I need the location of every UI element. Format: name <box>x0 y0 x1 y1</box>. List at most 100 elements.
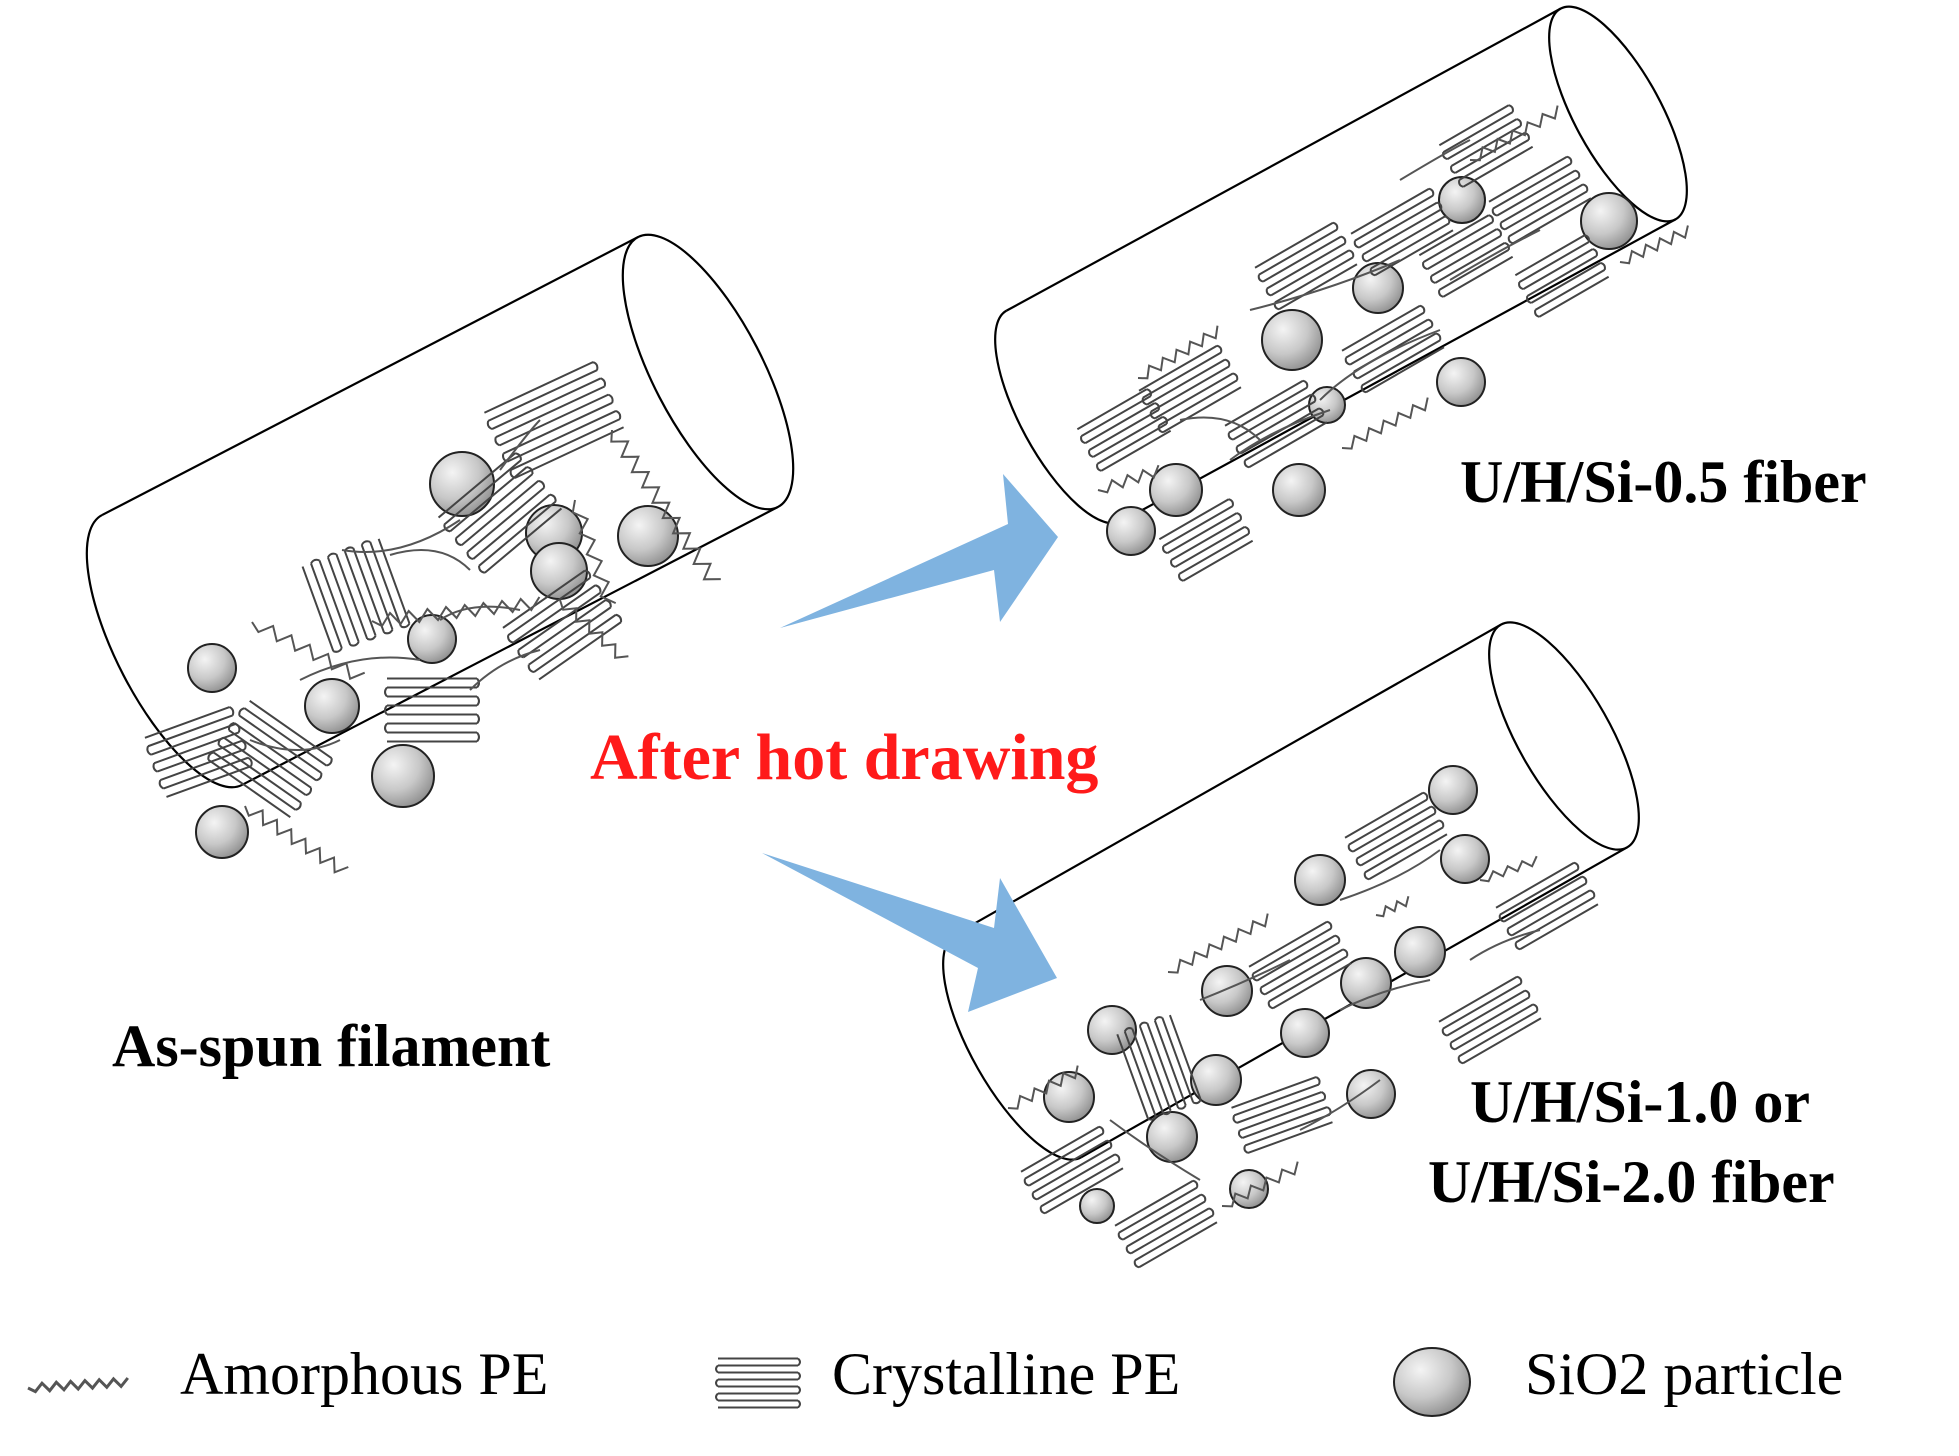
fiber-10-amorphous-chain <box>1375 896 1410 918</box>
as-spun-crystalline-stack <box>384 677 480 743</box>
fiber-05-crystalline-stack <box>1418 214 1514 298</box>
wavy-line-icon <box>27 1376 129 1394</box>
fiber-10-tie-chain <box>1339 979 1431 1011</box>
as-spun-tube <box>85 233 795 789</box>
fiber-10-tie-chain <box>1339 849 1441 901</box>
fiber-10-tie-chain <box>1299 1079 1381 1131</box>
as-spun-sio2-sphere <box>407 614 457 664</box>
legend-sio2-label: SiO2 particle <box>1525 1341 1844 1407</box>
fiber-10-crystalline-stack <box>1438 975 1542 1065</box>
fiber-05-sio2-sphere <box>1106 506 1156 556</box>
fiber-05-crystalline-stack <box>1341 304 1445 394</box>
as-spun-tie-chain <box>249 739 341 751</box>
as-spun-sio2-sphere <box>530 542 588 600</box>
fiber-10-tie-chain <box>1469 929 1541 961</box>
fiber-05-cylinder <box>994 5 1689 582</box>
fiber-10-amorphous-chain <box>1167 913 1269 974</box>
as-spun-tie-chain <box>389 549 471 571</box>
fiber-05-crystalline-stack <box>1488 155 1592 245</box>
fiber-10-sio2-sphere <box>1190 1054 1242 1106</box>
fiber-10-tube-left-cap <box>942 933 1082 1161</box>
as-spun-crystalline-stack <box>144 706 253 798</box>
fiber-05-sio2-sphere <box>1149 463 1203 517</box>
fiber-10-tube-edge-b <box>954 623 1502 936</box>
fiber-10-20-cylinder <box>942 621 1640 1269</box>
fiber-05-crystalline-stack <box>1514 234 1610 318</box>
as-spun-crystalline-stack <box>207 700 333 818</box>
fiber-05-amorphous-chain <box>1137 325 1219 380</box>
fiber-10-amorphous-chain <box>1479 855 1538 883</box>
process-arrows <box>762 474 1058 1012</box>
as-spun-tie-chain <box>469 649 541 691</box>
as-spun-sio2-sphere <box>195 805 249 859</box>
fiber-05-tube-right-cap <box>1548 5 1688 223</box>
fiber-05-tie-chain <box>1399 139 1471 181</box>
as-spun-tie-chain <box>299 656 421 681</box>
fiber-10-sio2-sphere <box>1079 1188 1115 1224</box>
fiber-10-sio2-sphere <box>1394 926 1446 978</box>
fiber-05-tie-chain <box>1249 259 1401 311</box>
as-spun-tube-right-cap <box>621 233 795 511</box>
fiber-05-sio2-sphere <box>1272 463 1326 517</box>
fiber-05-tube-edge-a <box>1120 218 1676 523</box>
fiber-05-sio2-sphere <box>1438 176 1486 224</box>
fiber-10-sio2-sphere <box>1428 765 1478 815</box>
fiber-10-label-line1: U/H/Si-1.0 or <box>1470 1069 1810 1135</box>
as-spun-sio2-sphere <box>371 744 435 808</box>
as-spun-amorphous-chain <box>571 499 617 605</box>
as-spun-crystalline-stack <box>502 569 623 681</box>
fiber-05-tie-chain <box>1319 329 1441 401</box>
fiber-05-crystalline-stack <box>1138 344 1242 434</box>
fiber-05-tube-left-cap <box>994 309 1122 525</box>
as-spun-crystalline-stack <box>483 361 625 479</box>
fiber-05-tube-edge-b <box>1006 7 1562 312</box>
fiber-05-crystalline-stack <box>1158 498 1254 582</box>
fiber-05-amorphous-chain <box>1469 105 1559 162</box>
fiber-10-sio2-sphere <box>1146 1111 1198 1163</box>
fiber-20-label-line2: U/H/Si-2.0 fiber <box>1428 1149 1835 1215</box>
as-spun-sio2-sphere <box>617 505 679 567</box>
arrow-down-icon <box>762 853 1057 1012</box>
fiber-10-crystalline-stack <box>1344 791 1448 881</box>
fiber-05-tie-chain <box>1449 229 1541 281</box>
lamella-stack-icon <box>715 1357 801 1409</box>
arrow-up-icon <box>780 474 1058 628</box>
fiber-05-tie-chain <box>1179 416 1261 441</box>
as-spun-tie-chain <box>439 605 521 621</box>
as-spun-crystalline-stack <box>301 538 411 653</box>
fiber-10-tube-right-cap <box>1488 621 1640 851</box>
fiber-10-sio2-sphere <box>1087 1005 1137 1055</box>
fiber-10-crystalline-stack <box>1116 1014 1202 1121</box>
as-spun-amorphous-chain <box>371 596 541 628</box>
as-spun-amorphous-chain <box>244 805 349 874</box>
fiber-10-sio2-sphere <box>1440 834 1490 884</box>
hot-drawing-label: After hot drawing <box>590 721 1099 794</box>
fiber-10-sio2-sphere <box>1340 957 1392 1009</box>
as-spun-amorphous-chain <box>610 429 721 581</box>
as-spun-crystalline-stack <box>437 452 563 574</box>
fiber-05-sio2-sphere <box>1580 192 1638 250</box>
as-spun-amorphous-chain <box>559 599 629 659</box>
fiber-10-amorphous-chain <box>1221 1161 1299 1208</box>
fiber-10-tie-chain <box>1199 959 1291 1001</box>
fiber-10-sio2-sphere <box>1229 1169 1269 1209</box>
fiber-05-tie-chain <box>1229 409 1331 461</box>
fiber-05-amorphous-chain <box>1097 464 1160 494</box>
fiber-10-crystalline-stack <box>1495 861 1599 951</box>
fiber-10-sio2-sphere <box>1280 1008 1330 1058</box>
fiber-10-crystalline-stack <box>1114 1179 1218 1269</box>
fiber-05-crystalline-stack <box>1076 388 1172 472</box>
fiber-10-crystalline-stack <box>1020 1125 1124 1215</box>
fiber-05-sio2-sphere <box>1352 262 1404 314</box>
as-spun-sio2-sphere <box>304 678 360 734</box>
as-spun-sio2-sphere <box>429 451 495 517</box>
as-spun-filament-label: As-spun filament <box>112 1013 551 1079</box>
fiber-10-tie-chain <box>1109 1119 1201 1181</box>
as-spun-sio2-sphere <box>187 643 237 693</box>
fiber-05-label: U/H/Si-0.5 fiber <box>1460 449 1867 515</box>
fiber-10-crystalline-stack <box>1231 1076 1333 1154</box>
fiber-10-sio2-sphere <box>1346 1069 1396 1119</box>
fiber-05-amorphous-chain <box>1619 225 1689 265</box>
